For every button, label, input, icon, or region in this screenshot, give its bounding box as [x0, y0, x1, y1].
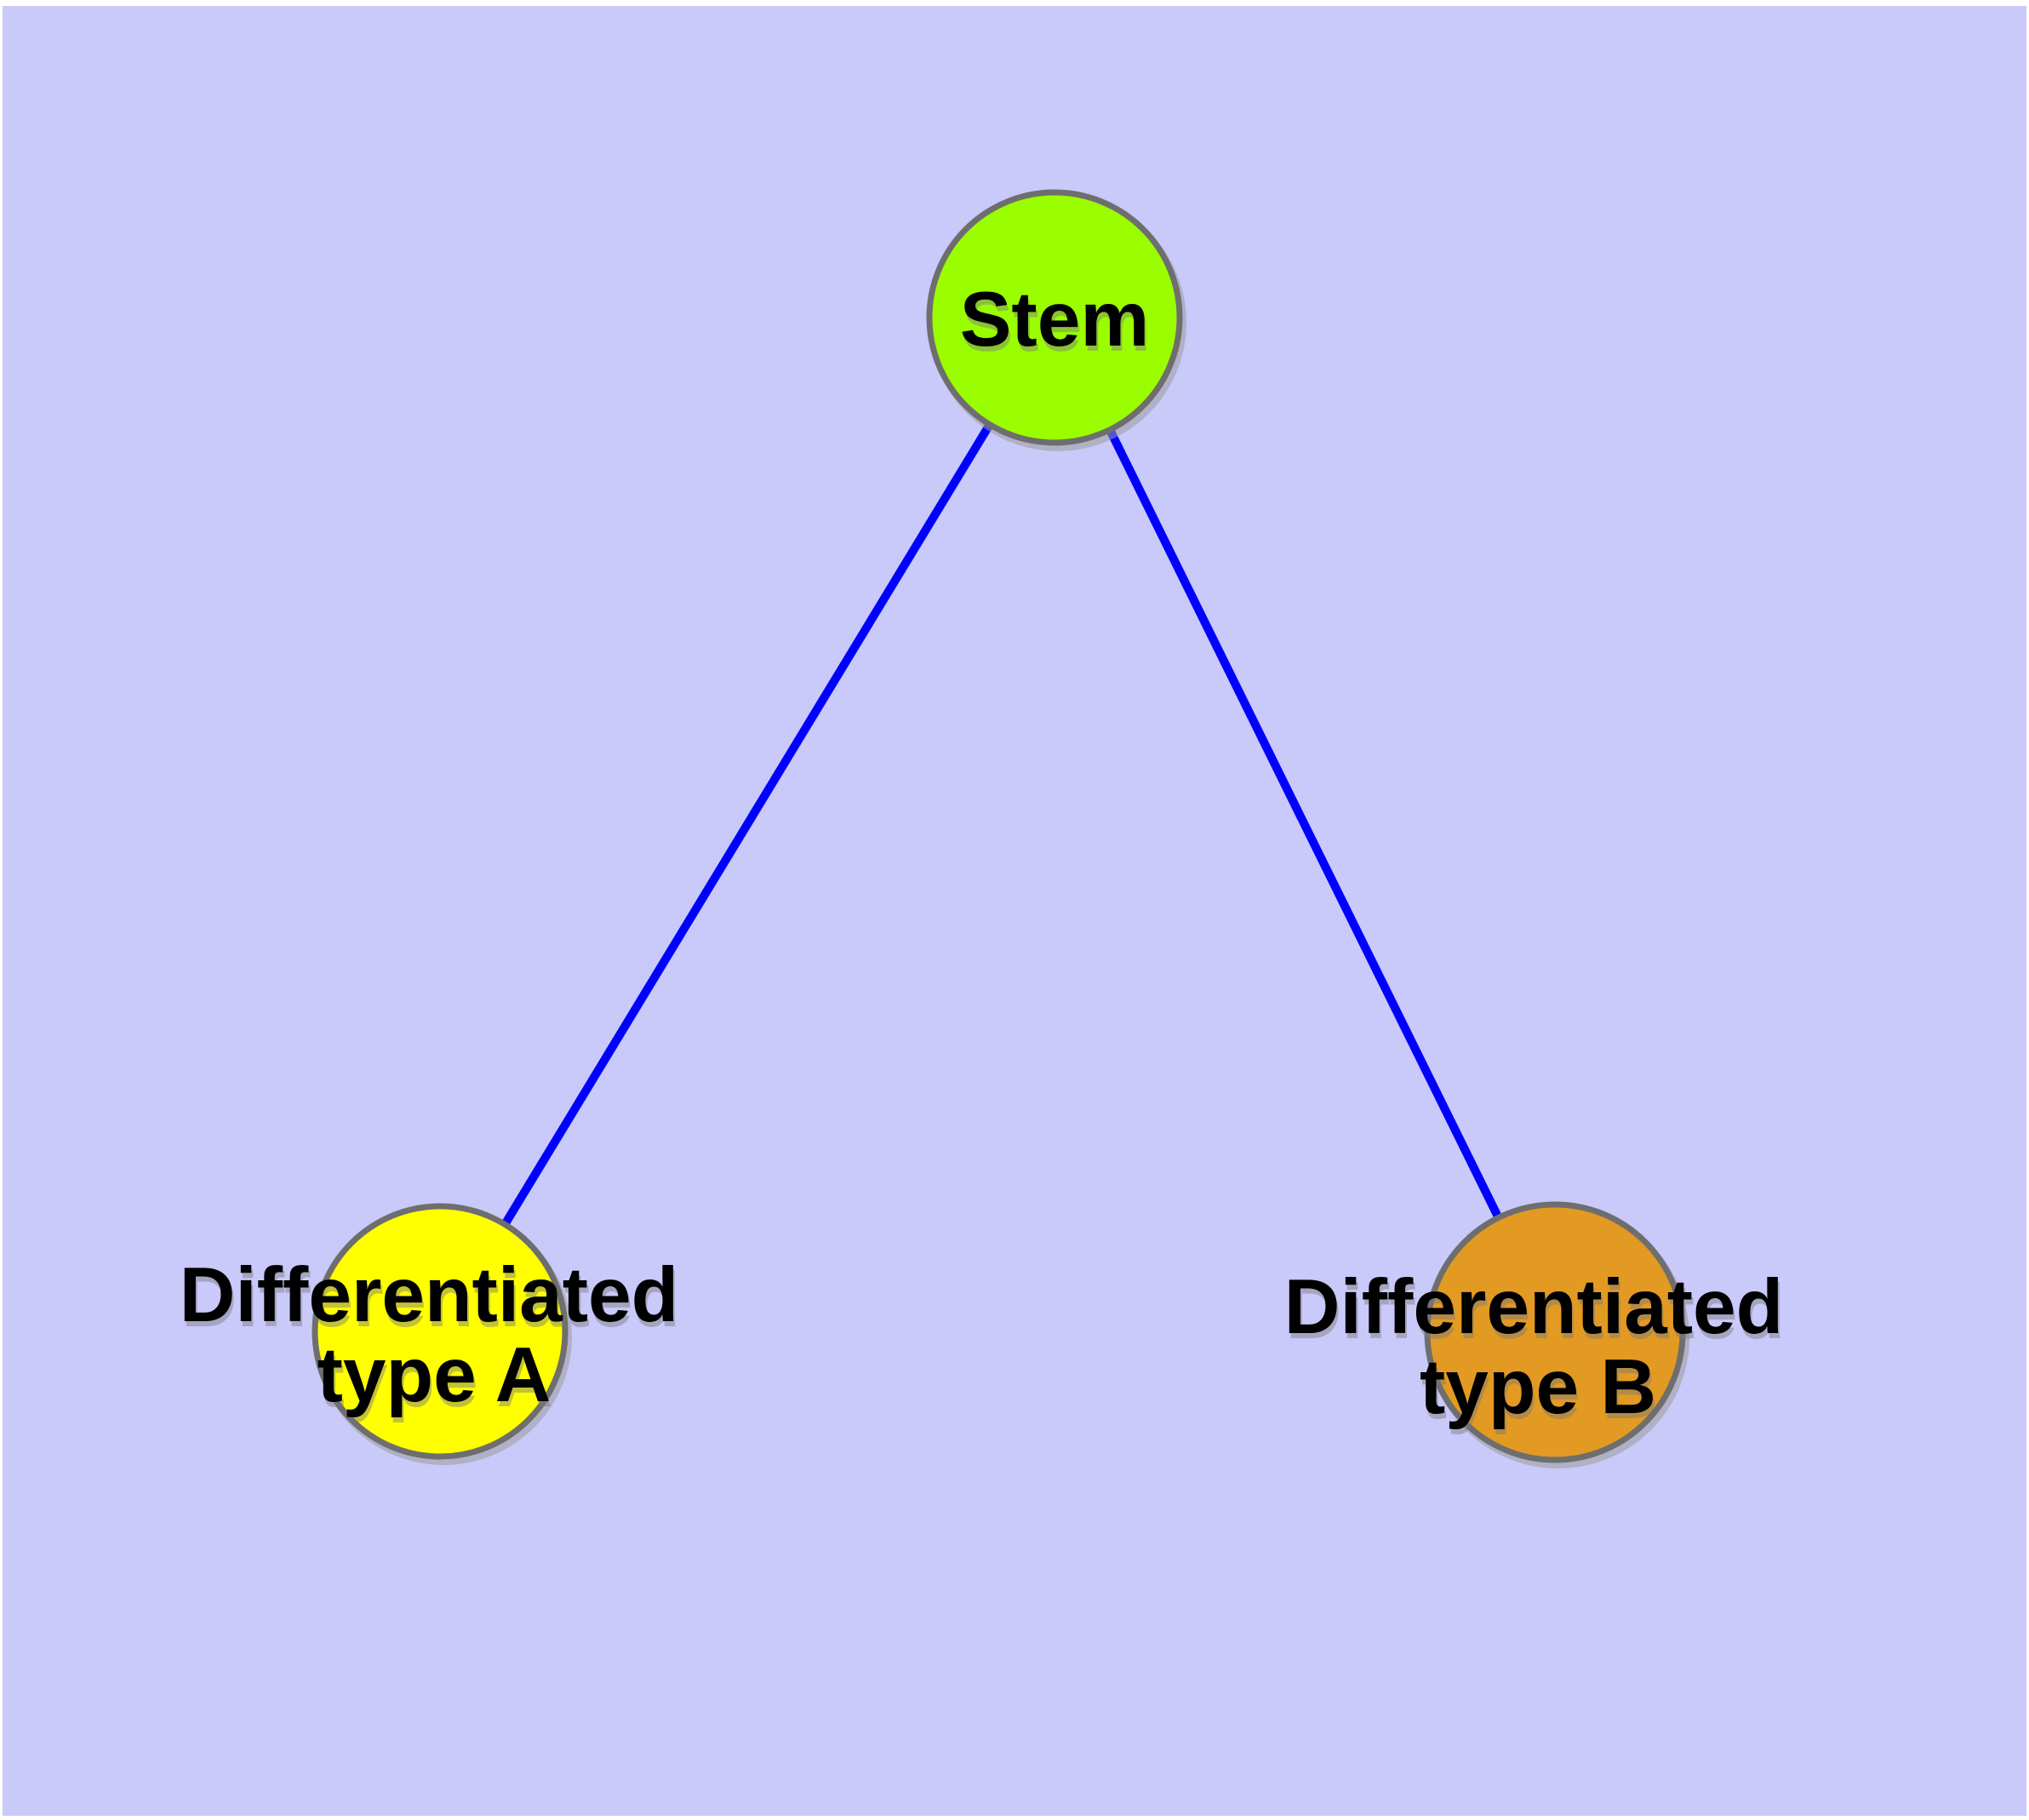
- svg-text:Differentiated: Differentiated: [181, 1257, 681, 1343]
- node-type-a-label-shadow: Differentiated type A: [181, 1257, 681, 1423]
- node-type-a-label-line2: type A: [317, 1332, 552, 1418]
- node-stem-label: Stem: [960, 277, 1150, 363]
- node-stem-circle: [926, 189, 1183, 446]
- node-type-b-circle: [1424, 1201, 1686, 1463]
- node-type-b-label-shadow: Differentiated type B: [1286, 1269, 1786, 1435]
- svg-text:type A: type A: [319, 1337, 553, 1423]
- node-type-a-circle: [311, 1203, 569, 1460]
- edge-stem-to-type-a: [436, 315, 1059, 1334]
- node-type-a-label: Differentiated type A: [180, 1252, 679, 1418]
- node-stem-label-shadow: Stem: [962, 282, 1152, 368]
- node-stem: Stem Stem: [926, 189, 1186, 451]
- edges: [436, 315, 1559, 1335]
- node-differentiated-type-b: Differentiated type B Differentiated typ…: [1284, 1201, 1786, 1468]
- node-type-b-label-line2: type B: [1420, 1344, 1656, 1430]
- node-type-a-label-line1: Differentiated: [180, 1252, 679, 1338]
- edge-stem-to-type-b: [1050, 315, 1559, 1335]
- svg-text:type B: type B: [1421, 1349, 1658, 1435]
- node-differentiated-type-a: Differentiated type A Differentiated typ…: [180, 1203, 681, 1465]
- node-type-b-label: Differentiated type B: [1284, 1264, 1784, 1430]
- svg-text:Differentiated: Differentiated: [1286, 1269, 1786, 1355]
- node-type-b-label-line1: Differentiated: [1284, 1264, 1784, 1350]
